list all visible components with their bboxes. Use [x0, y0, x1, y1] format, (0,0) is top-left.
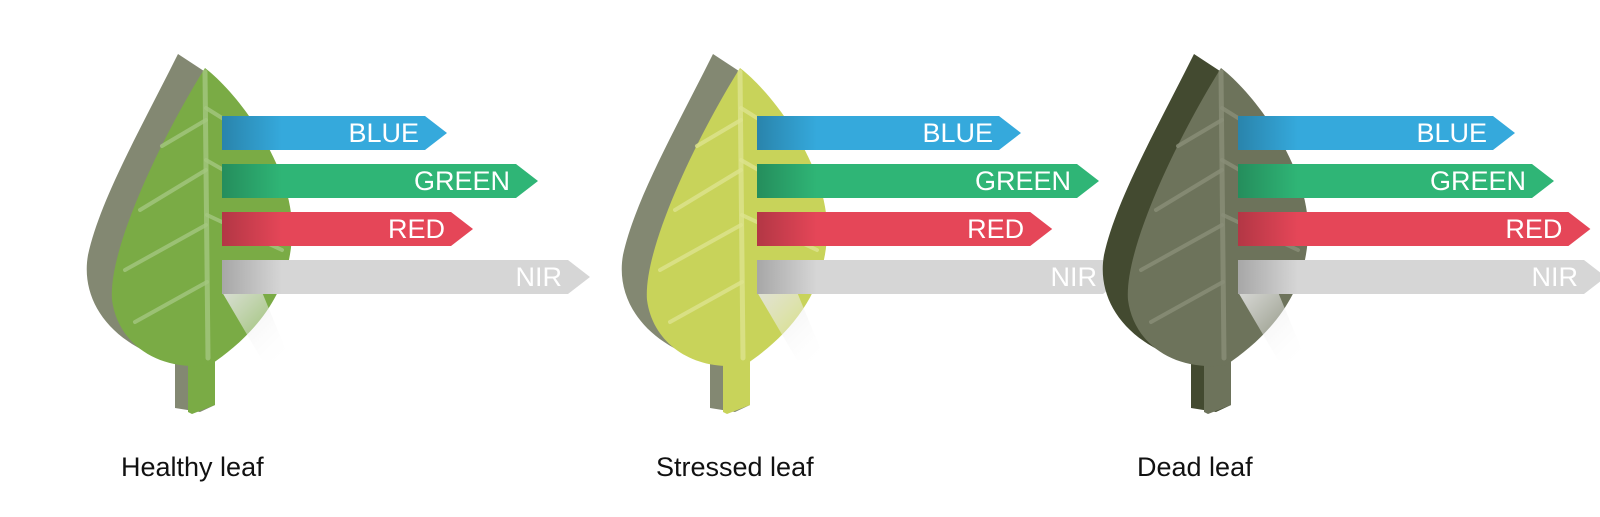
- band-label-nir: NIR: [1532, 262, 1579, 292]
- leaf-vein: [668, 280, 744, 324]
- band-shade: [222, 164, 282, 198]
- transmission-glare: [757, 292, 825, 360]
- transmission-glare: [1238, 292, 1306, 360]
- leaf-vein: [138, 168, 208, 212]
- band-arrow-red: [222, 212, 473, 246]
- leaf-vein: [1139, 223, 1224, 272]
- leaf-vein: [1176, 118, 1224, 148]
- band-label-red: RED: [967, 214, 1024, 244]
- band-shade: [222, 260, 282, 294]
- leaf-vein: [673, 168, 743, 212]
- band-shade: [757, 164, 817, 198]
- leaf-caption: Stressed leaf: [656, 452, 814, 482]
- band-shade: [1238, 260, 1298, 294]
- band-shade: [1238, 212, 1298, 246]
- band-shade: [757, 116, 817, 150]
- band-arrow-nir: [222, 260, 590, 294]
- band-shade: [1238, 116, 1298, 150]
- band-arrow-blue: [1238, 116, 1515, 150]
- leaf-vein: [695, 118, 743, 148]
- band-label-blue: BLUE: [348, 118, 419, 148]
- band-arrow-red: [1238, 212, 1591, 246]
- band-arrow-red: [757, 212, 1053, 246]
- leaf-vein: [133, 280, 209, 324]
- band-label-nir: NIR: [1051, 262, 1098, 292]
- transmission-glare: [222, 292, 290, 360]
- band-label-green: GREEN: [975, 166, 1071, 196]
- band-arrow-blue: [757, 116, 1021, 150]
- leaf-group-stressed: BLUE GREEN RED NIR Stressed leaf: [621, 54, 1125, 482]
- band-arrow-nir: [1238, 260, 1600, 294]
- leaf-caption: Dead leaf: [1137, 452, 1253, 482]
- leaf-vein: [658, 223, 743, 272]
- leaf-vein: [1149, 280, 1225, 324]
- band-shade: [222, 212, 282, 246]
- band-shade: [1238, 164, 1298, 198]
- band-shade: [222, 116, 282, 150]
- band-shade: [757, 260, 817, 294]
- leaf-group-healthy: BLUE GREEN RED NIR Healthy leaf: [86, 54, 590, 482]
- band-label-green: GREEN: [414, 166, 510, 196]
- leaf-group-dead: BLUE GREEN RED NIR Dead leaf: [1102, 54, 1600, 482]
- band-label-blue: BLUE: [922, 118, 993, 148]
- band-label-green: GREEN: [1430, 166, 1526, 196]
- band-label-red: RED: [1505, 214, 1562, 244]
- band-arrow-green: [1238, 164, 1554, 198]
- band-shade: [757, 212, 817, 246]
- leaf-vein: [1154, 168, 1224, 212]
- band-label-red: RED: [388, 214, 445, 244]
- band-arrow-nir: [757, 260, 1125, 294]
- band-arrow-green: [757, 164, 1099, 198]
- leaf-caption: Healthy leaf: [121, 452, 264, 482]
- leaf-vein: [123, 223, 208, 272]
- band-label-nir: NIR: [516, 262, 563, 292]
- band-label-blue: BLUE: [1416, 118, 1487, 148]
- band-arrow-green: [222, 164, 538, 198]
- leaf-vein: [160, 118, 208, 148]
